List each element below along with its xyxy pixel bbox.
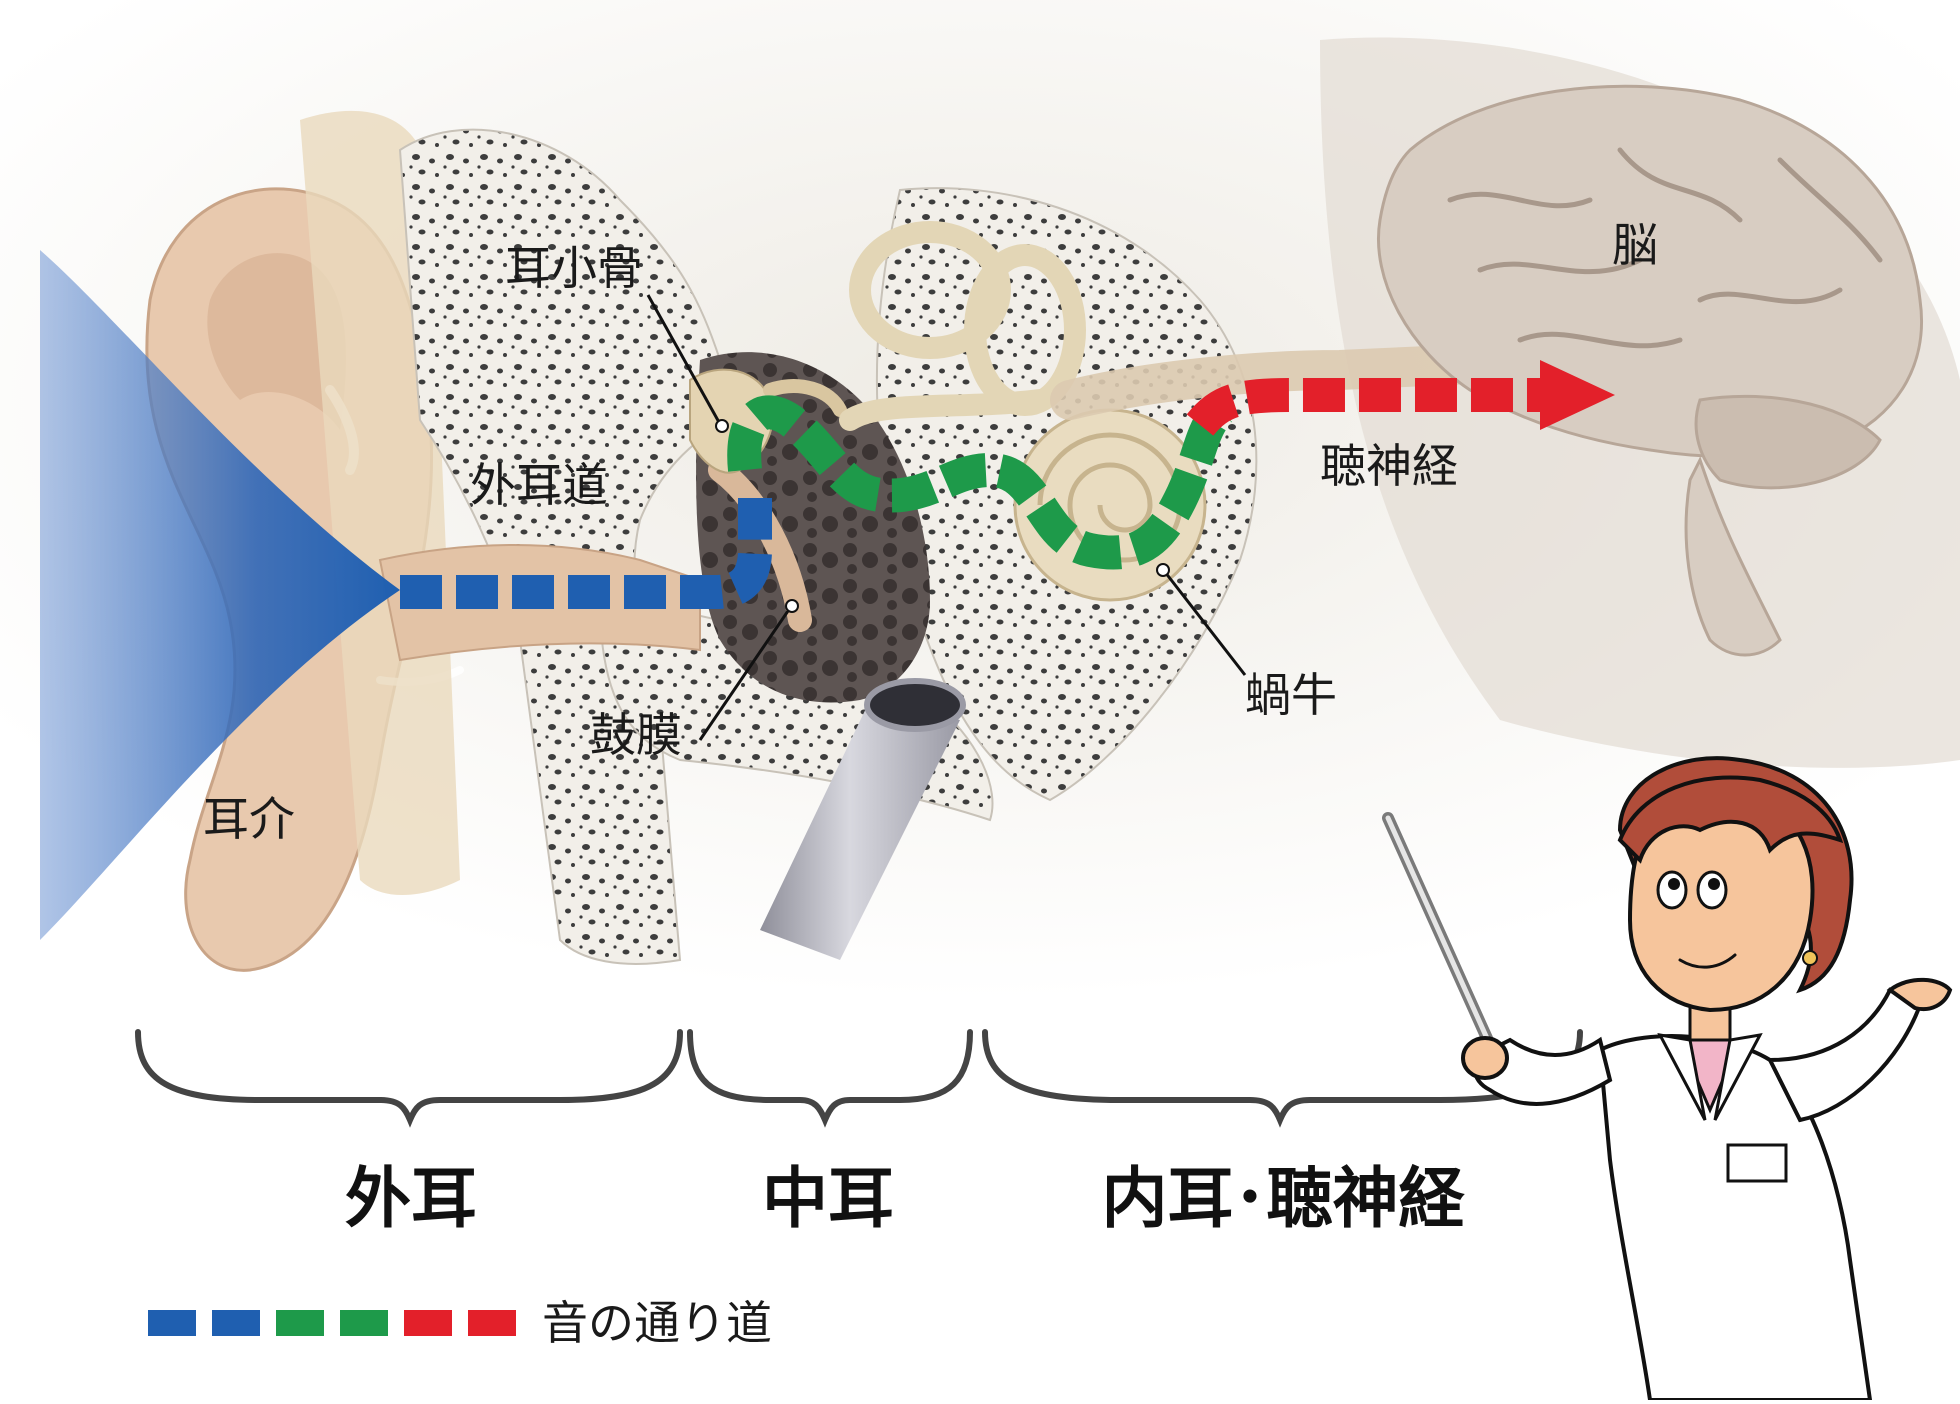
sound-cone: [40, 250, 400, 940]
legend: 音の通り道: [148, 1300, 772, 1346]
eardrum-leader-dot: [785, 599, 799, 613]
cochlea-leader-line: [1163, 571, 1247, 676]
label-auricle: 耳介: [203, 792, 295, 846]
nerve-bundle: [1050, 340, 1580, 420]
label-ear-canal: 外耳道: [470, 458, 608, 512]
legend-swatch-3: [276, 1310, 324, 1336]
legend-swatch-6: [468, 1310, 516, 1336]
legend-swatches: [148, 1310, 516, 1336]
semicircular-canals-illustration: [839, 221, 1086, 431]
brain-illustration: [1377, 84, 1923, 657]
sound-path-middle-inner: [727, 395, 1233, 570]
cochlea-leader-dot: [1156, 563, 1170, 577]
section-braces: [135, 1029, 1583, 1128]
brace-middle-ear: [687, 1029, 973, 1128]
legend-label: 音の通り道: [542, 1296, 772, 1350]
ossicles-leader-dot: [715, 419, 729, 433]
legend-swatch-2: [212, 1310, 260, 1336]
label-auditory-nerve: 聴神経: [1320, 439, 1458, 493]
teacher-character: [1382, 756, 1953, 1402]
section-outer-ear: 外耳: [345, 1160, 477, 1237]
legend-swatch-5: [404, 1310, 452, 1336]
label-eardrum: 鼓膜: [590, 708, 682, 762]
ossicles-leader-line: [646, 294, 722, 425]
section-middle-ear: 中耳: [762, 1160, 894, 1237]
eardrum-leader-line: [698, 607, 792, 741]
sound-path-nerve: [1186, 378, 1540, 437]
name-badge: [1726, 1143, 1788, 1183]
label-brain: 脳: [1612, 218, 1658, 272]
legend-swatch-4: [340, 1310, 388, 1336]
eustachian-tube: [760, 678, 966, 960]
label-ossicles: 耳小骨: [505, 241, 643, 295]
sound-path-outer: [400, 498, 772, 609]
brace-outer-ear: [135, 1029, 683, 1128]
sound-path-arrowhead: [1540, 360, 1615, 430]
legend-swatch-1: [148, 1310, 196, 1336]
label-cochlea: 蝸牛: [1245, 668, 1337, 722]
section-inner-ear-nerve: 内耳･聴神経: [1101, 1160, 1465, 1237]
